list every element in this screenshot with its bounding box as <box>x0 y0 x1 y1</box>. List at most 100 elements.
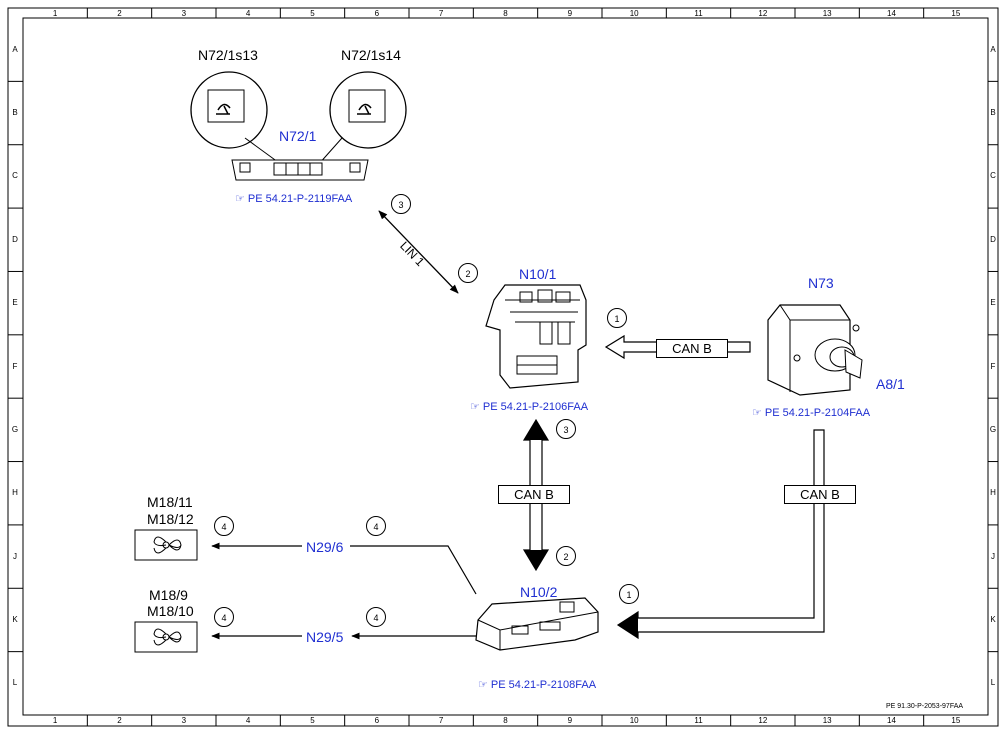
grid-column-label: 7 <box>438 716 444 725</box>
grid-row-label: B <box>12 108 18 118</box>
n29-6-label: N29/6 <box>306 539 344 555</box>
grid-row-label: K <box>990 614 996 624</box>
grid-column-label: 15 <box>951 9 961 18</box>
can-b-label-middle: CAN B <box>498 485 570 504</box>
step-2-circle: 2 <box>556 546 576 566</box>
grid-column-label: 7 <box>438 9 444 18</box>
grid-column-label: 13 <box>822 9 832 18</box>
n10-1-reference[interactable]: ☞PE 54.21-P-2106FAA <box>470 401 589 413</box>
grid-row-label: D <box>12 234 18 244</box>
grid-row-label: L <box>990 678 996 688</box>
grid-row-label: A <box>12 44 18 54</box>
grid-row-label: K <box>12 614 18 624</box>
n29-5-label: N29/5 <box>306 629 344 645</box>
grid-row-label: H <box>990 488 996 498</box>
grid-column-label: 13 <box>822 716 832 725</box>
seat-heater-switch-icon <box>207 89 245 123</box>
n72-1s14-label: N72/1s14 <box>341 47 401 63</box>
grid-column-label: 14 <box>887 9 896 18</box>
grid-row-label: C <box>12 171 18 181</box>
a8-1-label: A8/1 <box>876 376 905 392</box>
inner-frame <box>22 17 989 716</box>
pointing-hand-icon: ☞ <box>470 401 480 413</box>
can-b-label-right: CAN B <box>784 485 856 504</box>
fan-upper-label-1: M18/11 <box>147 494 193 510</box>
grid-column-label: 12 <box>758 716 768 725</box>
grid-row-label: J <box>991 551 995 561</box>
grid-column-label: 6 <box>374 716 380 725</box>
grid-row-label: F <box>12 361 18 371</box>
grid-row-label: L <box>12 678 18 688</box>
grid-column-label: 10 <box>629 716 639 725</box>
grid-column-label: 4 <box>245 716 251 725</box>
step-2-circle: 2 <box>458 263 478 283</box>
n10-2-reference[interactable]: ☞PE 54.21-P-2108FAA <box>478 679 597 691</box>
grid-column-label: 3 <box>181 716 187 725</box>
n10-2-to-n29-6-line <box>350 545 477 595</box>
grid-column-label: 2 <box>117 9 122 18</box>
lin-1-connection <box>378 210 459 294</box>
grid-row-label: H <box>12 488 18 498</box>
grid-column-label: 8 <box>503 9 508 18</box>
grid-column-label: 2 <box>117 716 122 725</box>
n72-1-label: N72/1 <box>279 128 317 144</box>
n72-1s13-label: N72/1s13 <box>198 47 258 63</box>
n10-1-label: N10/1 <box>519 266 557 282</box>
n73-label: N73 <box>808 275 834 291</box>
n72-1-switch-panel <box>190 71 407 181</box>
grid-column-label: 1 <box>52 716 58 725</box>
grid-row-label: D <box>990 234 996 244</box>
fan-lower-label-1: M18/9 <box>149 587 188 603</box>
grid-row-label: G <box>11 424 19 434</box>
fan-lower-icon <box>134 621 198 653</box>
grid-column-label: 5 <box>310 9 315 18</box>
grid-column-label: 9 <box>567 716 573 725</box>
grid-column-label: 12 <box>758 9 768 18</box>
grid-column-label: 8 <box>503 716 508 725</box>
grid-column-label: 3 <box>181 9 187 18</box>
grid-column-label: 15 <box>951 716 961 725</box>
grid-column-label: 9 <box>567 9 573 18</box>
grid-row-label: A <box>990 44 996 54</box>
grid-column-label: 11 <box>694 716 703 725</box>
grid-row-label: J <box>13 551 17 561</box>
can-b-label-horizontal: CAN B <box>656 339 728 358</box>
n10-1-module <box>485 284 587 389</box>
grid-row-label: E <box>990 298 996 308</box>
grid-column-label: 14 <box>887 716 896 725</box>
grid-column-label: 10 <box>629 9 639 18</box>
pointing-hand-icon: ☞ <box>235 193 245 205</box>
grid-row-label: E <box>12 298 18 308</box>
switch-panel-housing <box>231 159 369 181</box>
step-4-circle: 4 <box>214 607 234 627</box>
n10-2-label: N10/2 <box>520 584 558 600</box>
grid-row-label: B <box>990 108 996 118</box>
step-3-circle: 3 <box>391 194 411 214</box>
step-4-circle: 4 <box>366 607 386 627</box>
grid-column-label: 1 <box>52 9 58 18</box>
step-1-circle: 1 <box>619 584 639 604</box>
n10-2-module <box>475 597 599 651</box>
n73-ignition-switch <box>767 304 863 396</box>
grid-row-label: C <box>990 171 996 181</box>
step-3-circle: 3 <box>556 419 576 439</box>
pointing-hand-icon: ☞ <box>752 407 762 419</box>
step-1-circle: 1 <box>607 308 627 328</box>
fan-upper-label-2: M18/12 <box>147 511 194 527</box>
fan-lower-label-2: M18/10 <box>147 603 194 619</box>
n72-1-reference[interactable]: ☞PE 54.21-P-2119FAA <box>235 193 353 205</box>
grid-column-label: 4 <box>245 9 251 18</box>
pointing-hand-icon: ☞ <box>478 679 488 691</box>
can-b-n73-to-n10-2-arrow <box>616 429 825 640</box>
step-4-circle: 4 <box>366 516 386 536</box>
step-4-circle: 4 <box>214 516 234 536</box>
grid-row-label: F <box>990 361 996 371</box>
grid-row-label: G <box>989 424 997 434</box>
fan-upper-icon <box>134 529 198 561</box>
n73-reference[interactable]: ☞PE 54.21-P-2104FAA <box>752 407 871 419</box>
grid-column-label: 6 <box>374 9 380 18</box>
seat-heater-switch-icon <box>348 89 386 123</box>
drawing-id: PE 91.30-P-2053-97FAA <box>886 703 964 710</box>
